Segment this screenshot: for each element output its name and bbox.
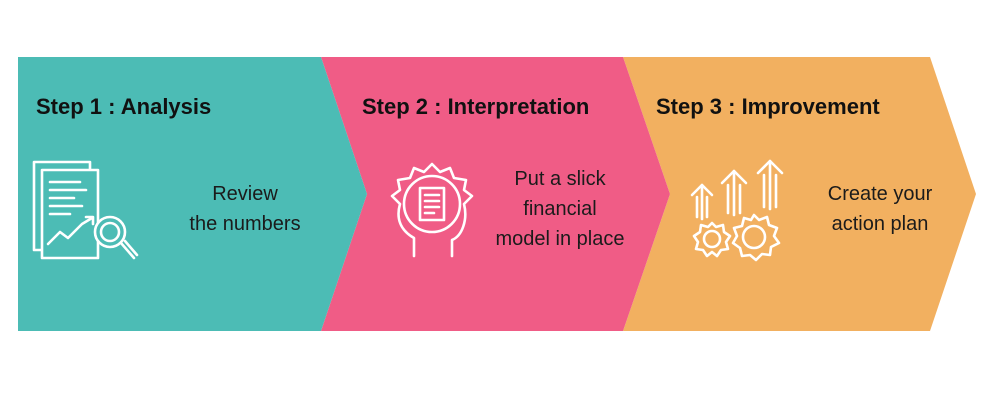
step-2-desc-line: financial	[523, 198, 597, 220]
step-1-description: Review the numbers	[160, 179, 330, 239]
arrows-up-gears-icon	[690, 159, 784, 262]
step-3-desc-line: action plan	[831, 213, 929, 235]
step-1-arrow	[18, 57, 367, 331]
step-3-arrow	[623, 57, 976, 331]
step-2-title: Step 2 : Interpretation	[362, 94, 590, 119]
step-1-desc-line: Review	[212, 183, 278, 205]
step-3-title: Step 3 : Improvement	[656, 94, 880, 119]
step-2-desc-line: model in place	[495, 228, 625, 250]
document-magnifier-chart-icon	[32, 160, 139, 260]
step-2-description: Put a slick financial model in place	[470, 164, 650, 254]
head-gear-document-icon	[390, 162, 474, 258]
step-2-arrow	[321, 57, 670, 331]
step-3-description: Create your action plan	[800, 179, 960, 239]
step-1-desc-line: the numbers	[189, 213, 301, 235]
step-3-desc-line: Create your	[827, 183, 933, 205]
step-2-desc-line: Put a slick	[514, 168, 606, 190]
step-1-title: Step 1 : Analysis	[36, 94, 212, 119]
